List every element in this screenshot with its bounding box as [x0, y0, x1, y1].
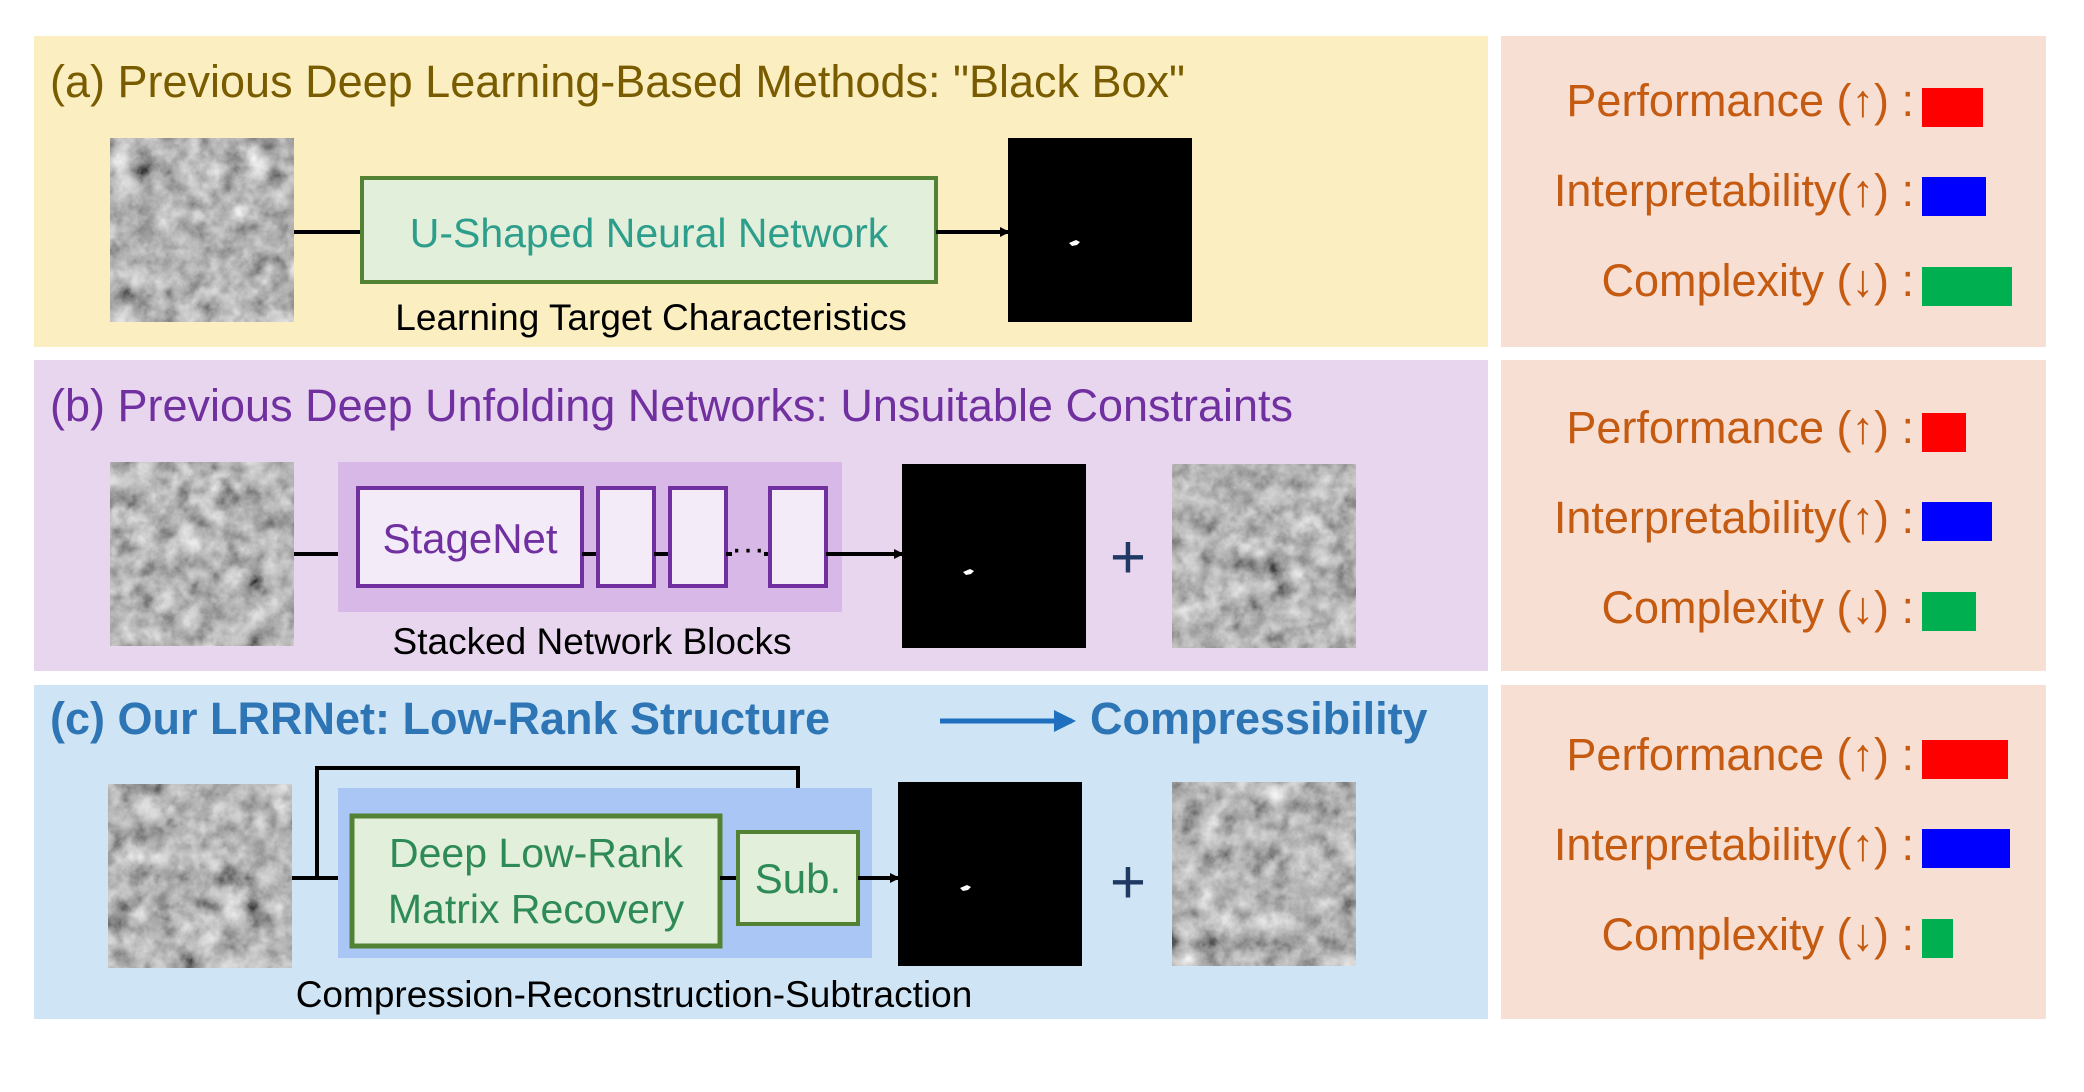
- output-target-mask: [902, 464, 1086, 648]
- interpretability-bar: [1922, 177, 1986, 216]
- panel-b-title: (b) Previous Deep Unfolding Networks: Un…: [50, 380, 1293, 431]
- stagenet-label: StageNet: [382, 515, 557, 562]
- performance-bar: [1922, 88, 1983, 127]
- interpretability-bar: [1922, 502, 1992, 541]
- panel-a-caption: Learning Target Characteristics: [395, 297, 906, 338]
- complexity-label: Complexity (↓) :: [1601, 582, 1914, 633]
- input-infrared-image: [108, 784, 292, 968]
- interpretability-label: Interpretability(↑) :: [1554, 492, 1914, 543]
- background-image: [1172, 464, 1356, 648]
- metrics-panel-b: Performance (↑) : Interpretability(↑) : …: [1501, 360, 2046, 671]
- output-target-mask: [1008, 138, 1192, 322]
- stage-block: [596, 486, 656, 588]
- u-shaped-network-label: U-Shaped Neural Network: [410, 210, 889, 256]
- stage-block: [668, 486, 728, 588]
- panel-c-caption: Compression-Reconstruction-Subtraction: [296, 974, 973, 1015]
- performance-label: Performance (↑) :: [1566, 402, 1914, 453]
- output-target-mask: [898, 782, 1082, 966]
- input-infrared-image: [110, 462, 294, 646]
- interpretability-label: Interpretability(↑) :: [1554, 819, 1914, 870]
- panel-a-title: (a) Previous Deep Learning-Based Methods…: [50, 56, 1185, 107]
- subtraction-box: [736, 830, 860, 926]
- complexity-bar: [1922, 267, 2012, 306]
- lowrank-label-line1: Deep Low-Rank: [389, 830, 683, 876]
- performance-label: Performance (↑) :: [1566, 729, 1914, 780]
- interpretability-bar: [1922, 829, 2010, 868]
- stage-block: [768, 486, 828, 588]
- interpretability-label: Interpretability(↑) :: [1554, 165, 1914, 216]
- performance-bar: [1922, 740, 2008, 779]
- panel-b: (b) Previous Deep Unfolding Networks: Un…: [34, 360, 1488, 671]
- target-blob: [963, 569, 974, 575]
- panel-b-caption: Stacked Network Blocks: [393, 621, 792, 662]
- target-blob: [960, 885, 971, 891]
- background-image: [1172, 782, 1356, 966]
- performance-label: Performance (↑) :: [1566, 75, 1914, 126]
- stagenet-block: [356, 486, 584, 588]
- subtraction-label: Sub.: [755, 855, 841, 902]
- panel-c-title-right: Compressibility: [1090, 693, 1428, 744]
- metrics-panel-a: Performance (↑) : Interpretability(↑) : …: [1501, 36, 2046, 347]
- panel-c: (c) Our LRRNet: Low-Rank Structure Compr…: [34, 685, 1488, 1019]
- performance-bar: [1922, 413, 1966, 452]
- plus-sign: +: [1110, 848, 1146, 917]
- metrics-panel-c: Performance (↑) : Interpretability(↑) : …: [1501, 685, 2046, 1019]
- panel-c-title-left: (c) Our LRRNet: Low-Rank Structure: [50, 693, 830, 744]
- complexity-bar: [1922, 592, 1976, 631]
- plus-sign: +: [1110, 523, 1146, 592]
- target-blob: [1069, 240, 1080, 246]
- lowrank-recovery-box: [349, 813, 723, 949]
- complexity-label: Complexity (↓) :: [1601, 255, 1914, 306]
- complexity-label: Complexity (↓) :: [1601, 909, 1914, 960]
- input-infrared-image: [110, 138, 294, 322]
- ellipsis: ···: [731, 530, 765, 568]
- u-shaped-network-box: [360, 176, 938, 284]
- complexity-bar: [1922, 919, 1953, 958]
- panel-a: (a) Previous Deep Learning-Based Methods…: [34, 36, 1488, 347]
- lowrank-label-line2: Matrix Recovery: [388, 886, 685, 932]
